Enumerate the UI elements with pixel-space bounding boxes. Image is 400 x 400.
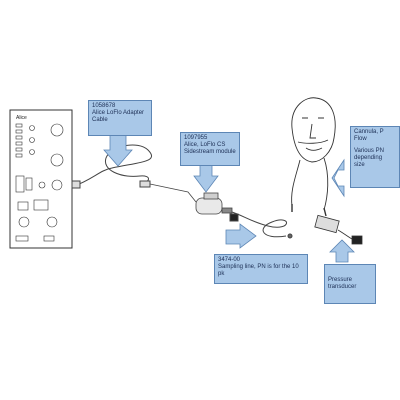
adapter-cable-part-number: 1058678 xyxy=(92,103,116,109)
cannula-arrow xyxy=(331,158,345,198)
cannula-line-4: depending xyxy=(354,155,383,161)
cannula-callout: Cannula, P Flow Various PN depending siz… xyxy=(350,126,400,188)
pressure-transducer-arrow xyxy=(329,239,355,263)
sampling-line-callout: 3474-00 Sampling line, PN is for the 10 … xyxy=(214,254,308,284)
adapter-cable-name: Alice LoFlo Adapter Cable xyxy=(92,110,145,123)
device-label: Alice xyxy=(16,115,27,121)
sampling-line-name: Sampling line, PN is for the 10 pk xyxy=(218,264,299,277)
sidestream-module-part-number: 1097955 xyxy=(184,135,208,141)
adapter-cable-callout: 1058678 Alice LoFlo Adapter Cable xyxy=(88,100,152,136)
sidestream-module-callout: 1097955 Alice, LoFlo CS Sidestream modul… xyxy=(180,132,240,166)
adapter-cable-drawing xyxy=(71,144,153,189)
sidestream-module-name: Alice, LoFlo CS Sidestream module xyxy=(184,142,236,155)
face-with-cannula-drawing xyxy=(291,97,336,217)
sidestream-module-drawing xyxy=(149,183,233,215)
adapter-cable-arrow xyxy=(103,133,133,167)
alice-device-panel: Alice xyxy=(9,109,73,249)
pressure-transducer-drawing xyxy=(314,214,363,245)
sampling-line-part-number: 3474-00 xyxy=(218,257,241,263)
pressure-transducer-name: Pressure transducer xyxy=(328,277,357,290)
cannula-line-5: size xyxy=(354,162,365,168)
sampling-line-drawing xyxy=(229,211,293,239)
cannula-line-3: Various PN xyxy=(354,148,384,154)
sampling-line-arrow xyxy=(225,223,257,249)
cannula-line-2: Flow xyxy=(354,136,367,142)
pressure-transducer-callout: Pressure transducer xyxy=(324,264,376,304)
cannula-line-1: Cannula, P xyxy=(354,129,384,135)
